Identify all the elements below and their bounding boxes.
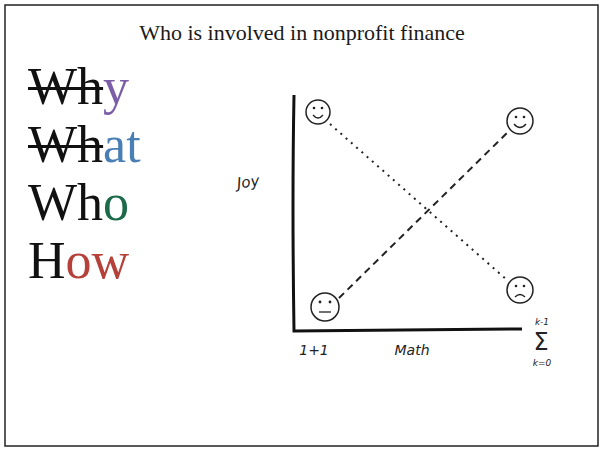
word-part: ow xyxy=(66,232,130,290)
slide-title: Who is involved in nonprofit finance xyxy=(0,20,604,46)
word-part: Wh xyxy=(28,58,103,116)
slide-border xyxy=(5,5,598,446)
question-word: How xyxy=(28,232,129,290)
tick-label: 1+1 xyxy=(299,343,329,357)
sum-symbol: Σ xyxy=(533,330,548,354)
question-word: What xyxy=(28,116,141,174)
word-part: o xyxy=(103,174,129,232)
sum-lower-limit: k=0 xyxy=(533,359,551,368)
word-part: H xyxy=(28,232,66,290)
word-part: Wh xyxy=(28,174,103,232)
word-part: y xyxy=(103,58,129,116)
axis-label: Joy xyxy=(236,173,260,191)
happy-face xyxy=(507,108,533,134)
word-part: Wh xyxy=(28,116,103,174)
question-word: Who xyxy=(28,174,129,232)
word-part: at xyxy=(103,116,141,174)
question-word: Why xyxy=(28,58,129,116)
dashed-line xyxy=(339,132,508,298)
sum-upper-limit: k-1 xyxy=(535,318,549,327)
axis-label: Math xyxy=(394,343,429,357)
dotted-line xyxy=(330,124,507,280)
neutral-face xyxy=(311,293,339,321)
sad-face xyxy=(507,277,533,303)
happy-face xyxy=(306,100,330,124)
axes xyxy=(293,95,522,331)
